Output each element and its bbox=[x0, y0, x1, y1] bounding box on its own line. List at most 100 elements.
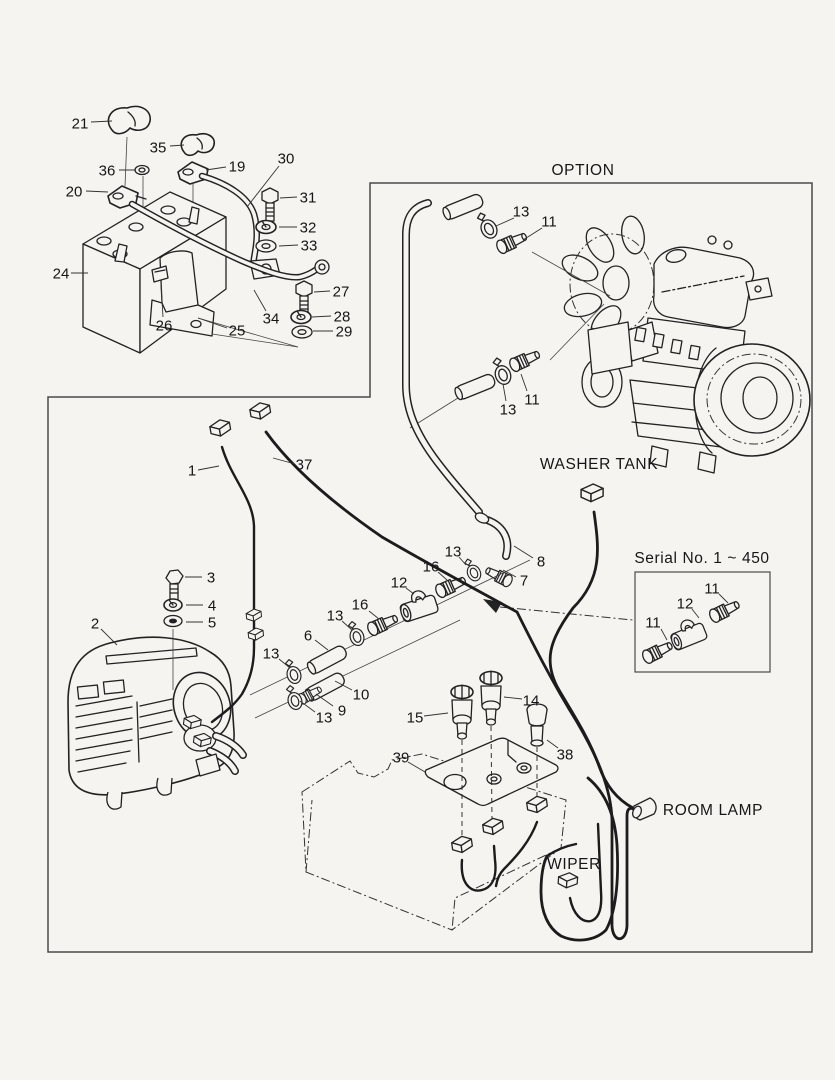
callout-label: 35 bbox=[150, 139, 167, 156]
terminal-cap-35 bbox=[180, 132, 216, 157]
battery-post bbox=[188, 206, 200, 225]
clamp-13 bbox=[281, 656, 304, 686]
callout-label: 6 bbox=[304, 627, 312, 644]
callout-leader bbox=[502, 569, 517, 578]
callout-label: 25 bbox=[229, 322, 246, 339]
room-lamp-label: ROOM LAMP bbox=[663, 802, 763, 819]
callout-label: 13 bbox=[513, 203, 530, 220]
clamp-13 bbox=[344, 618, 367, 648]
valve-12 bbox=[395, 585, 440, 624]
switch-14 bbox=[479, 670, 503, 726]
bolt-31 bbox=[261, 187, 279, 222]
callout-label: 12 bbox=[391, 574, 408, 591]
callout-label: 9 bbox=[338, 702, 346, 719]
callout-label: 15 bbox=[407, 709, 424, 726]
knob-38 bbox=[526, 703, 548, 747]
callout-leader bbox=[313, 290, 331, 293]
callout-leader bbox=[278, 658, 291, 669]
callout-label: 4 bbox=[208, 597, 216, 614]
battery-terminal-20 bbox=[107, 185, 147, 209]
lock-washer-28 bbox=[290, 309, 312, 325]
fitting-16 bbox=[365, 610, 401, 638]
harness-wire-1 bbox=[210, 445, 256, 724]
callout-leader bbox=[85, 190, 109, 193]
callout-leader bbox=[513, 545, 534, 559]
engine-flywheel bbox=[693, 343, 811, 457]
washer-tank-label: WASHER TANK bbox=[540, 456, 658, 473]
callout-label: 33 bbox=[301, 237, 318, 254]
clamp-13 bbox=[473, 208, 501, 242]
option-hose-assembly bbox=[440, 192, 543, 402]
callout-leader bbox=[299, 700, 316, 713]
callout-label: 26 bbox=[156, 317, 173, 334]
callout-label: 11 bbox=[524, 391, 540, 408]
callout-label: 27 bbox=[333, 283, 350, 300]
hose-segment bbox=[452, 372, 498, 402]
callout-label: 21 bbox=[72, 115, 89, 132]
callout-label: 14 bbox=[523, 692, 540, 709]
callout-leader bbox=[405, 587, 415, 595]
console-body bbox=[301, 753, 567, 931]
callout-leader bbox=[90, 120, 113, 123]
callout-label: 3 bbox=[207, 569, 215, 586]
engine-valve-cover bbox=[652, 235, 755, 329]
callout-label: 12 bbox=[677, 595, 694, 612]
callout-label: 7 bbox=[520, 572, 528, 589]
callout-leader bbox=[660, 628, 668, 641]
callout-leader bbox=[197, 317, 228, 329]
washer-hose-8 bbox=[402, 199, 515, 589]
callout-label: 29 bbox=[336, 323, 353, 340]
wiper-connector bbox=[557, 871, 579, 890]
callout-leader bbox=[458, 556, 467, 566]
fitting-16 bbox=[433, 572, 469, 600]
bolt-27 bbox=[295, 280, 313, 315]
callout-label: 11 bbox=[645, 614, 661, 631]
callout-leader bbox=[314, 639, 329, 651]
tank-grill bbox=[75, 695, 173, 773]
lock-washer-32 bbox=[255, 219, 277, 235]
bolt-3 bbox=[165, 569, 184, 601]
fitting-11 bbox=[494, 228, 530, 256]
callout-label: 31 bbox=[300, 189, 317, 206]
engine-fan bbox=[561, 215, 655, 339]
engine bbox=[409, 215, 811, 474]
callout-leader bbox=[311, 315, 332, 318]
washer-29 bbox=[291, 325, 313, 339]
callout-label: 36 bbox=[99, 162, 116, 179]
callout-leader bbox=[520, 373, 528, 392]
callout-leader bbox=[169, 144, 185, 147]
callout-leader bbox=[368, 610, 380, 620]
callout-leader bbox=[334, 680, 353, 691]
callout-leader bbox=[691, 608, 700, 619]
callout-leader bbox=[502, 383, 507, 402]
connector bbox=[525, 794, 549, 815]
callout-label: 32 bbox=[300, 219, 317, 236]
callout-label: 34 bbox=[263, 310, 280, 327]
washer-33 bbox=[255, 239, 277, 253]
wiper-wire bbox=[568, 822, 603, 923]
callout-leader bbox=[718, 593, 729, 604]
callout-label: 38 bbox=[557, 746, 574, 763]
callout-label: 16 bbox=[352, 596, 369, 613]
callout-label: 11 bbox=[704, 580, 720, 597]
fitting-7 bbox=[482, 563, 515, 589]
battery-bracket-25 bbox=[149, 250, 299, 348]
grommet-36 bbox=[134, 164, 150, 176]
callout-leader bbox=[278, 244, 299, 247]
main-and-option-outline bbox=[47, 182, 813, 953]
callout-label: 13 bbox=[263, 645, 280, 662]
battery-terminal-19 bbox=[177, 161, 209, 185]
callout-label: 13 bbox=[445, 543, 462, 560]
callout-label: 37 bbox=[296, 456, 313, 473]
callout-label: 8 bbox=[537, 553, 545, 570]
washer-5 bbox=[163, 614, 183, 628]
callout-label: 28 bbox=[334, 308, 351, 325]
callout-leader bbox=[423, 712, 449, 717]
callout-label: 24 bbox=[53, 265, 70, 282]
washer-tank-wire bbox=[548, 510, 635, 810]
callout-leader bbox=[246, 165, 280, 208]
console-assembly bbox=[301, 670, 567, 931]
